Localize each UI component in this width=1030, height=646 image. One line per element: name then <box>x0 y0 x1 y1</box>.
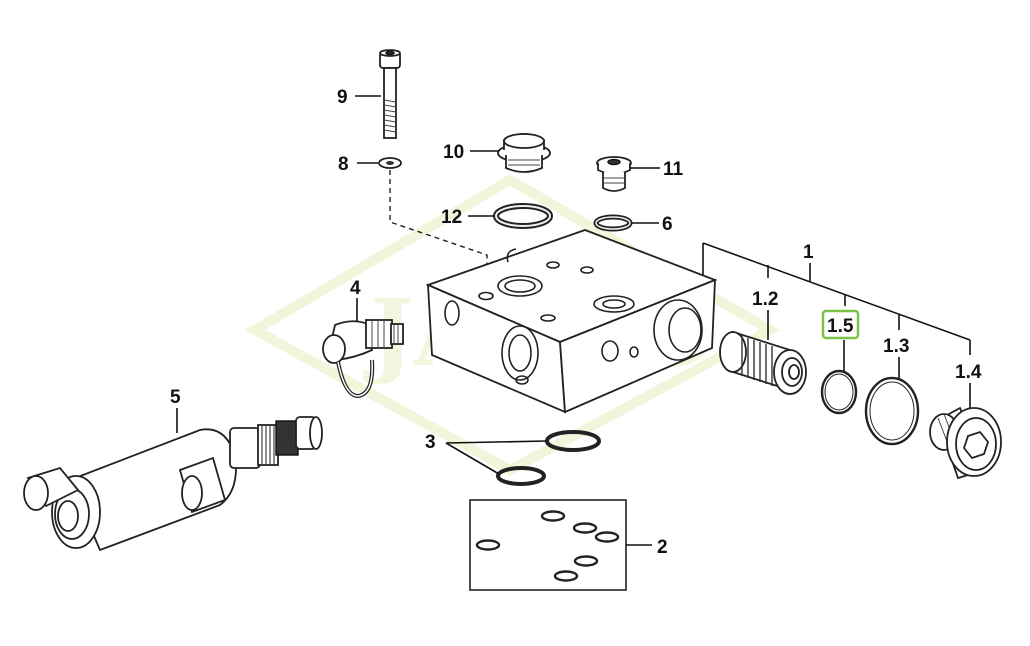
callout-1-4: 1.4 <box>955 362 982 383</box>
part-1-5-oring[interactable] <box>820 369 858 415</box>
part-10-plug[interactable] <box>497 133 551 173</box>
leader-1-bracket <box>702 242 971 355</box>
part-4-fitting[interactable] <box>322 319 404 399</box>
callout-1: 1 <box>803 242 814 263</box>
valve-block-housing[interactable] <box>425 229 718 414</box>
part-12-seal[interactable] <box>493 203 553 229</box>
part-1-4-cap[interactable] <box>929 406 1002 480</box>
callout-1-2: 1.2 <box>752 289 778 310</box>
callout-6: 6 <box>662 214 673 235</box>
part-6-seal[interactable] <box>593 214 633 232</box>
leader-3 <box>445 440 548 475</box>
callout-8: 8 <box>338 154 349 175</box>
part-1-2-filter[interactable] <box>719 330 807 395</box>
callout-12: 12 <box>441 207 462 228</box>
callout-3: 3 <box>425 432 436 453</box>
part-2-seal-kit[interactable] <box>469 499 627 591</box>
part-3-oring-lower[interactable] <box>496 466 546 486</box>
callout-5: 5 <box>170 387 181 408</box>
callout-4: 4 <box>350 278 361 299</box>
part-11-plug[interactable] <box>596 156 632 192</box>
highlight-box-1-5[interactable] <box>821 309 860 340</box>
callout-11: 11 <box>663 159 684 180</box>
callout-9: 9 <box>337 87 348 108</box>
callout-2: 2 <box>657 537 668 558</box>
callout-1-5: 1.5 <box>827 316 854 337</box>
part-1-3-oring[interactable] <box>864 376 920 446</box>
part-5-solenoid[interactable] <box>23 416 323 552</box>
callout-1-3: 1.3 <box>883 336 909 357</box>
part-8-washer[interactable] <box>378 157 402 169</box>
part-9-bolt[interactable] <box>379 49 401 139</box>
callout-10: 10 <box>443 142 464 163</box>
